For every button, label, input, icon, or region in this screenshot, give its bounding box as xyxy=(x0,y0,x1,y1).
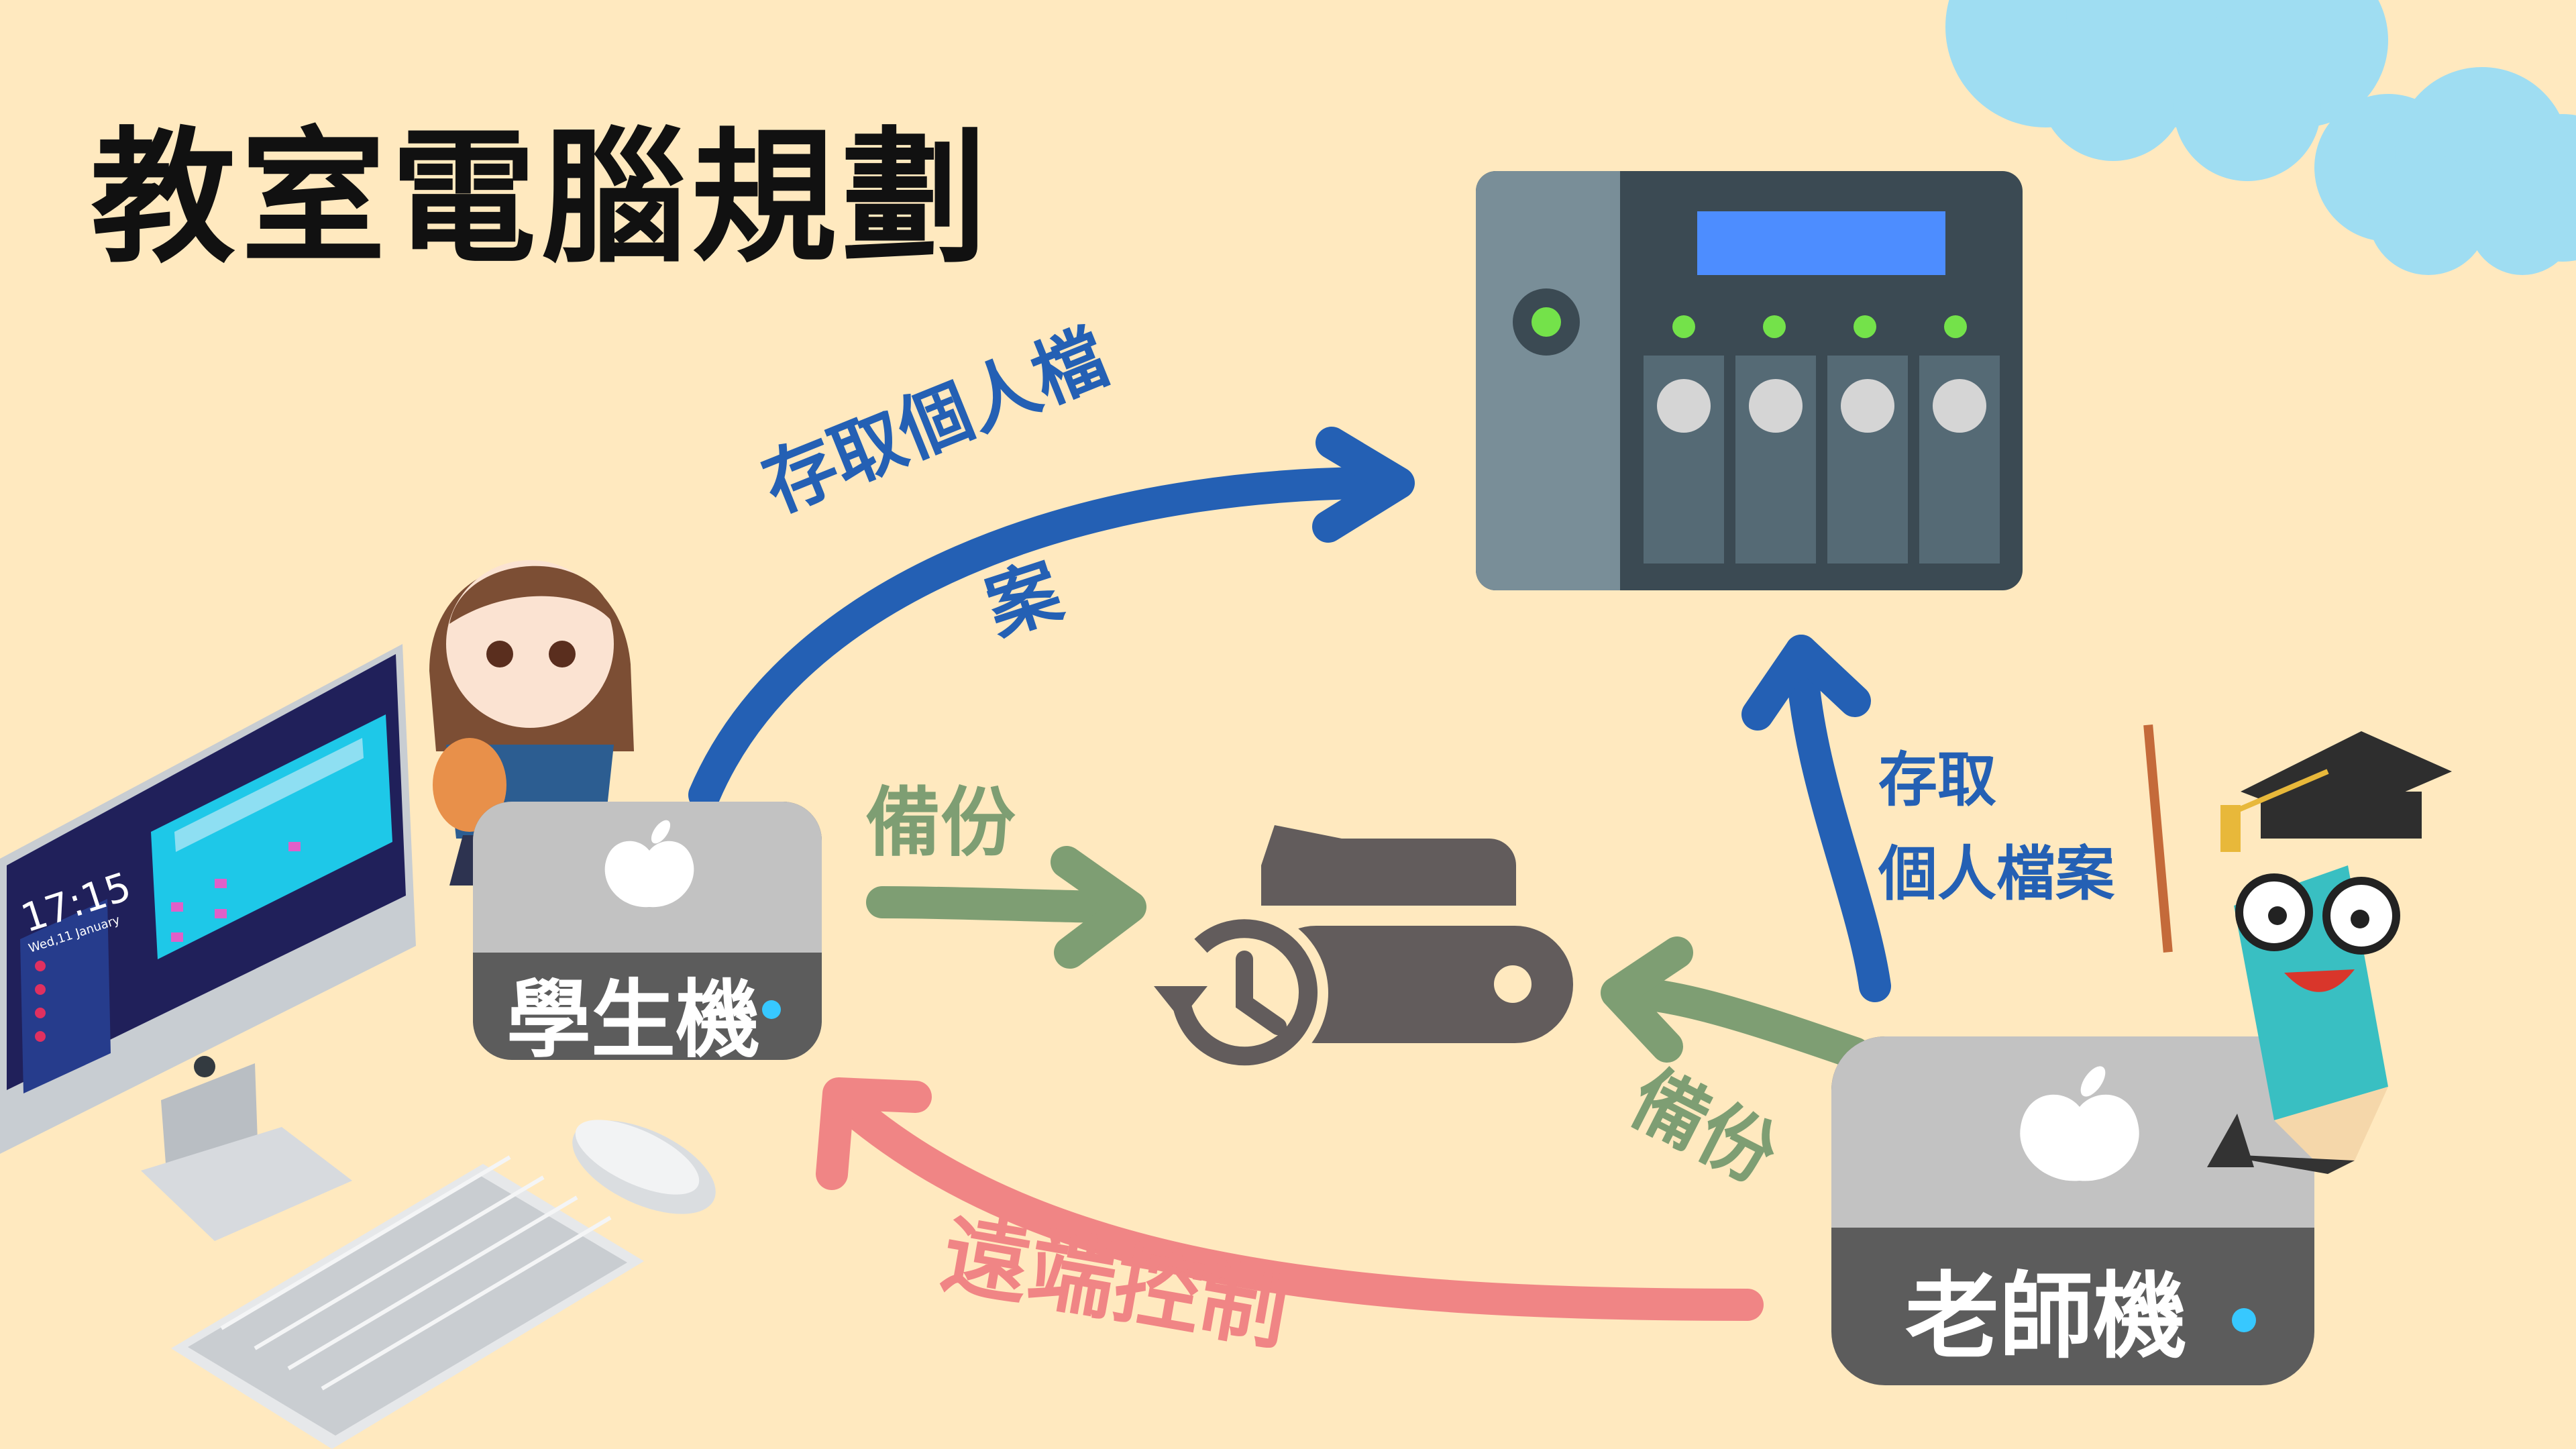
backup-arrow-student xyxy=(866,846,1146,969)
access-arrow-student xyxy=(688,427,1415,811)
mouse-icon xyxy=(572,1120,716,1214)
pencil-teacher-icon xyxy=(2143,724,2452,1174)
student-machine-label: 學生機 xyxy=(506,971,760,1069)
backup-arrow-teacher xyxy=(1601,936,1871,1069)
teacher-access-label-line2: 個人檔案 xyxy=(1878,839,2115,908)
imac-icon xyxy=(0,644,416,1241)
keyboard-icon xyxy=(171,1155,644,1449)
student-backup-label: 備份 xyxy=(865,780,1016,867)
teacher-machine-label: 老師機 xyxy=(1905,1263,2188,1372)
remote-control-arrow xyxy=(816,1077,1764,1321)
apple-logo-icon xyxy=(604,820,694,908)
teacher-access-label-line1: 存取 xyxy=(1878,745,1997,814)
page-title: 教室電腦規劃 xyxy=(91,114,993,282)
nas-server-icon xyxy=(1476,171,2023,590)
apple-logo-icon xyxy=(2020,1066,2139,1181)
time-machine-backup-icon xyxy=(1154,825,1573,1077)
cloud-icon xyxy=(1945,0,2576,275)
access-arrow-teacher xyxy=(1741,635,1891,1002)
